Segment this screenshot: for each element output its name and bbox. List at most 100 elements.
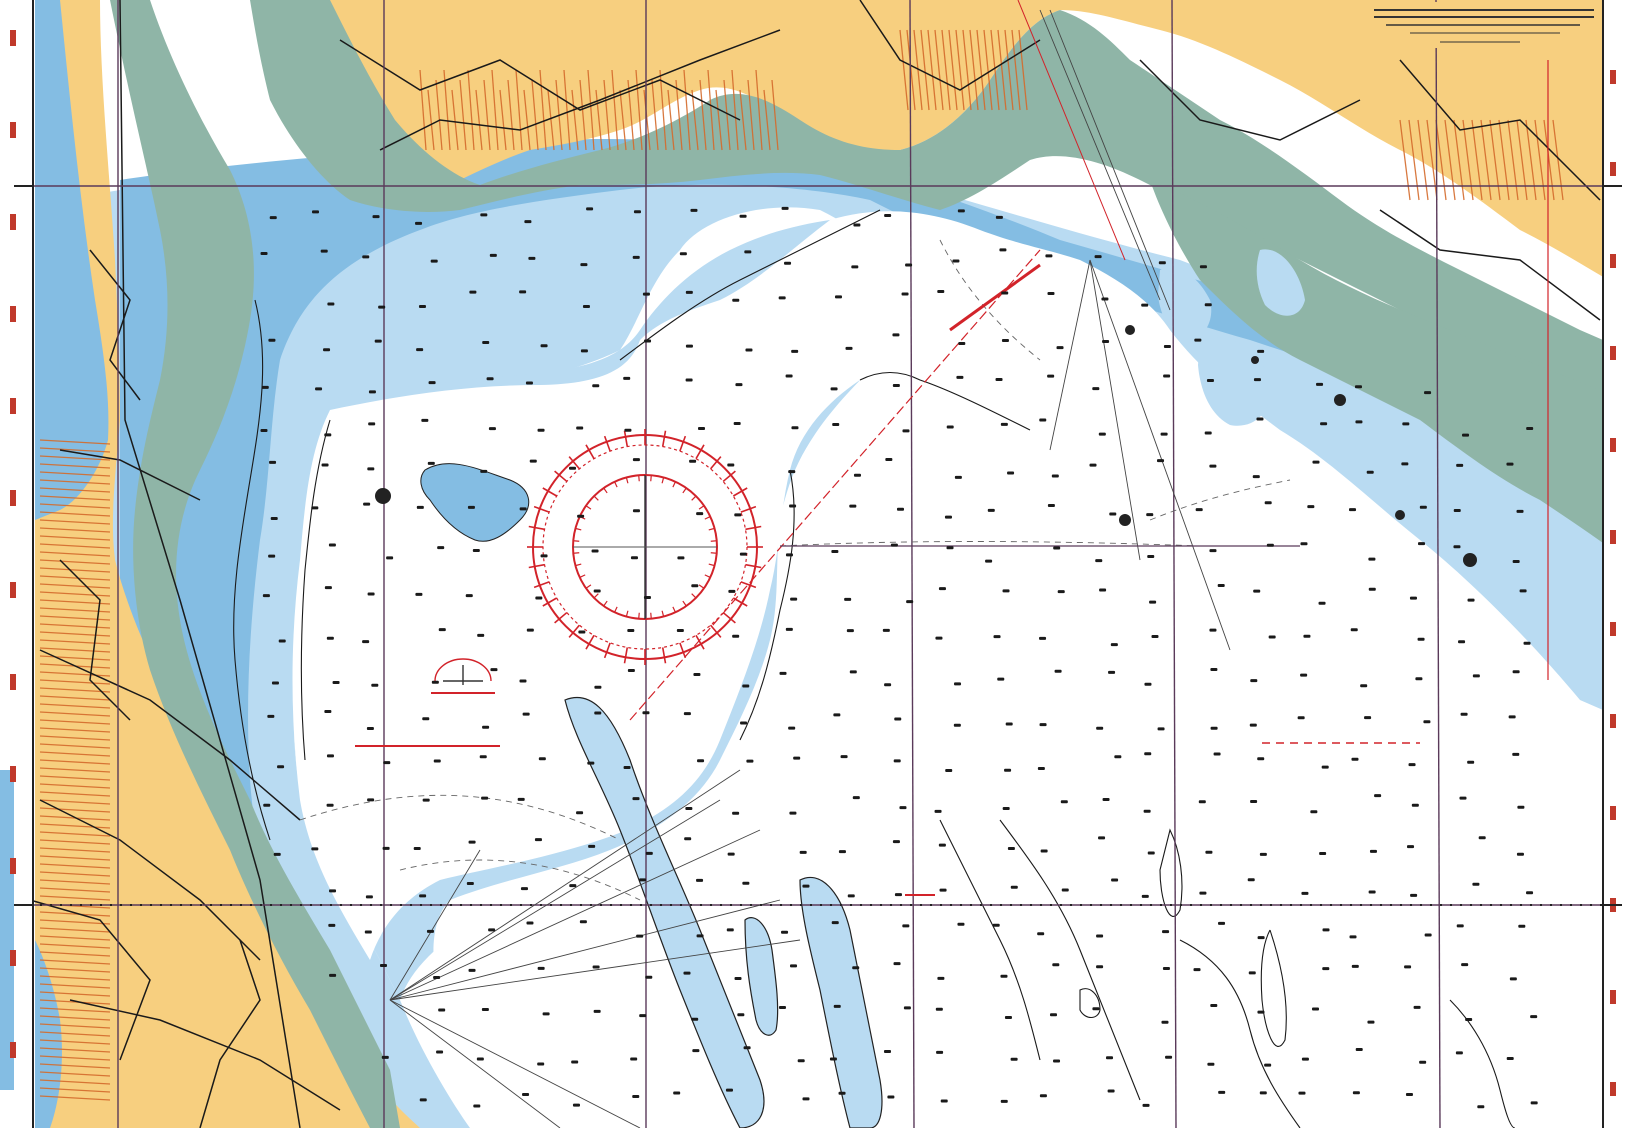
sounding-mark (1253, 589, 1261, 593)
sounding-mark (892, 333, 900, 337)
compass-inner-tick (585, 505, 592, 510)
sounding-mark (1349, 935, 1357, 939)
compass-inner-tick (625, 610, 629, 617)
sounding-mark (744, 250, 752, 254)
sounding-mark (846, 629, 854, 633)
sounding-mark (946, 546, 954, 550)
sounding-mark (1061, 888, 1069, 892)
hatch-line (39, 1079, 111, 1085)
sounding-mark (436, 1050, 444, 1054)
border-tick (1610, 622, 1616, 636)
sounding-mark (588, 844, 596, 848)
sounding-mark (433, 759, 441, 763)
hatch-line (419, 69, 427, 151)
sounding-mark (1089, 463, 1097, 467)
sounding-mark (1205, 850, 1213, 854)
sounding-mark (579, 920, 587, 924)
hatch-line (39, 471, 111, 477)
compass-tick (528, 563, 545, 569)
hatch-line (39, 503, 111, 509)
sounding-mark (632, 797, 640, 801)
hatch-line (39, 567, 111, 573)
compass-inner-tick (593, 593, 599, 599)
sounding-mark (645, 975, 653, 979)
sounding-mark (1256, 417, 1264, 421)
sounding-mark (1402, 422, 1410, 426)
hatch-line (39, 735, 111, 741)
sounding-mark (481, 1008, 489, 1012)
hatch-line (579, 79, 587, 151)
sounding-mark (957, 209, 965, 213)
sounding-mark (1530, 1101, 1538, 1105)
hatch-line (723, 79, 731, 151)
sounding-mark (1467, 598, 1475, 602)
hatch-line (39, 455, 111, 461)
sounding-mark (1407, 845, 1415, 849)
sounding-mark (935, 636, 943, 640)
sounding-mark (362, 640, 370, 644)
hatch-line (39, 599, 111, 605)
compass-rose (527, 429, 763, 665)
sounding-mark (1264, 501, 1272, 505)
sounding-mark (1207, 1062, 1215, 1066)
sounding-mark (884, 683, 892, 687)
sounding-mark (329, 889, 337, 893)
compass-tick (661, 647, 667, 664)
sounding-mark (273, 852, 281, 856)
hatch-line (459, 79, 467, 151)
sounding-mark (1002, 807, 1010, 811)
hatch-line (899, 29, 909, 111)
compass-inner-tick (573, 540, 580, 542)
sounding-mark (522, 1093, 530, 1097)
hatch-line (39, 1087, 111, 1093)
hatch-line (39, 487, 111, 493)
sounding-mark (1163, 374, 1171, 378)
hatch-line (39, 551, 111, 557)
hatch-line (39, 799, 111, 805)
sounding-mark (577, 514, 585, 518)
hatch-line (39, 719, 111, 725)
sounding-mark (893, 962, 901, 966)
sounding-mark (633, 210, 641, 214)
left-water-edge (0, 770, 14, 1090)
hatch-line (39, 543, 111, 549)
road (89, 249, 141, 401)
sounding-mark (1198, 800, 1206, 804)
border-tick (1610, 162, 1616, 176)
sounding-mark (1456, 924, 1464, 928)
sounding-mark (323, 348, 331, 352)
sounding-mark (1092, 1007, 1100, 1011)
sounding-mark (1004, 768, 1012, 772)
hatch-line (39, 991, 111, 997)
sounding-mark (831, 921, 839, 925)
border-tick (1610, 438, 1616, 452)
sounding-mark (1039, 723, 1047, 727)
sounding-mark (320, 249, 328, 253)
sounding-mark (269, 460, 277, 464)
sounding-mark (538, 757, 546, 761)
sounding-mark (1307, 505, 1315, 509)
hatch-line (771, 79, 779, 151)
sounding-mark (479, 755, 487, 759)
shoal-finger-1 (564, 696, 765, 1128)
sounding-mark (378, 305, 386, 309)
sounding-mark (594, 685, 602, 689)
sounding-mark (997, 677, 1005, 681)
hatch-line (39, 1055, 111, 1061)
hatch-line (969, 29, 979, 111)
compass-inner-tick (603, 487, 608, 494)
hatch-line (635, 69, 643, 151)
sounding-mark (437, 546, 445, 550)
sounding-mark (328, 543, 336, 547)
sounding-mark (892, 383, 900, 387)
sounding-mark (956, 375, 964, 379)
sounding-mark (525, 381, 533, 385)
title-block (1370, 2, 1598, 48)
sounding-mark (362, 255, 370, 259)
sounding-mark (519, 507, 527, 511)
sounding-mark (1193, 968, 1201, 972)
sounding-mark (1007, 471, 1015, 475)
sounding-mark (742, 684, 750, 688)
